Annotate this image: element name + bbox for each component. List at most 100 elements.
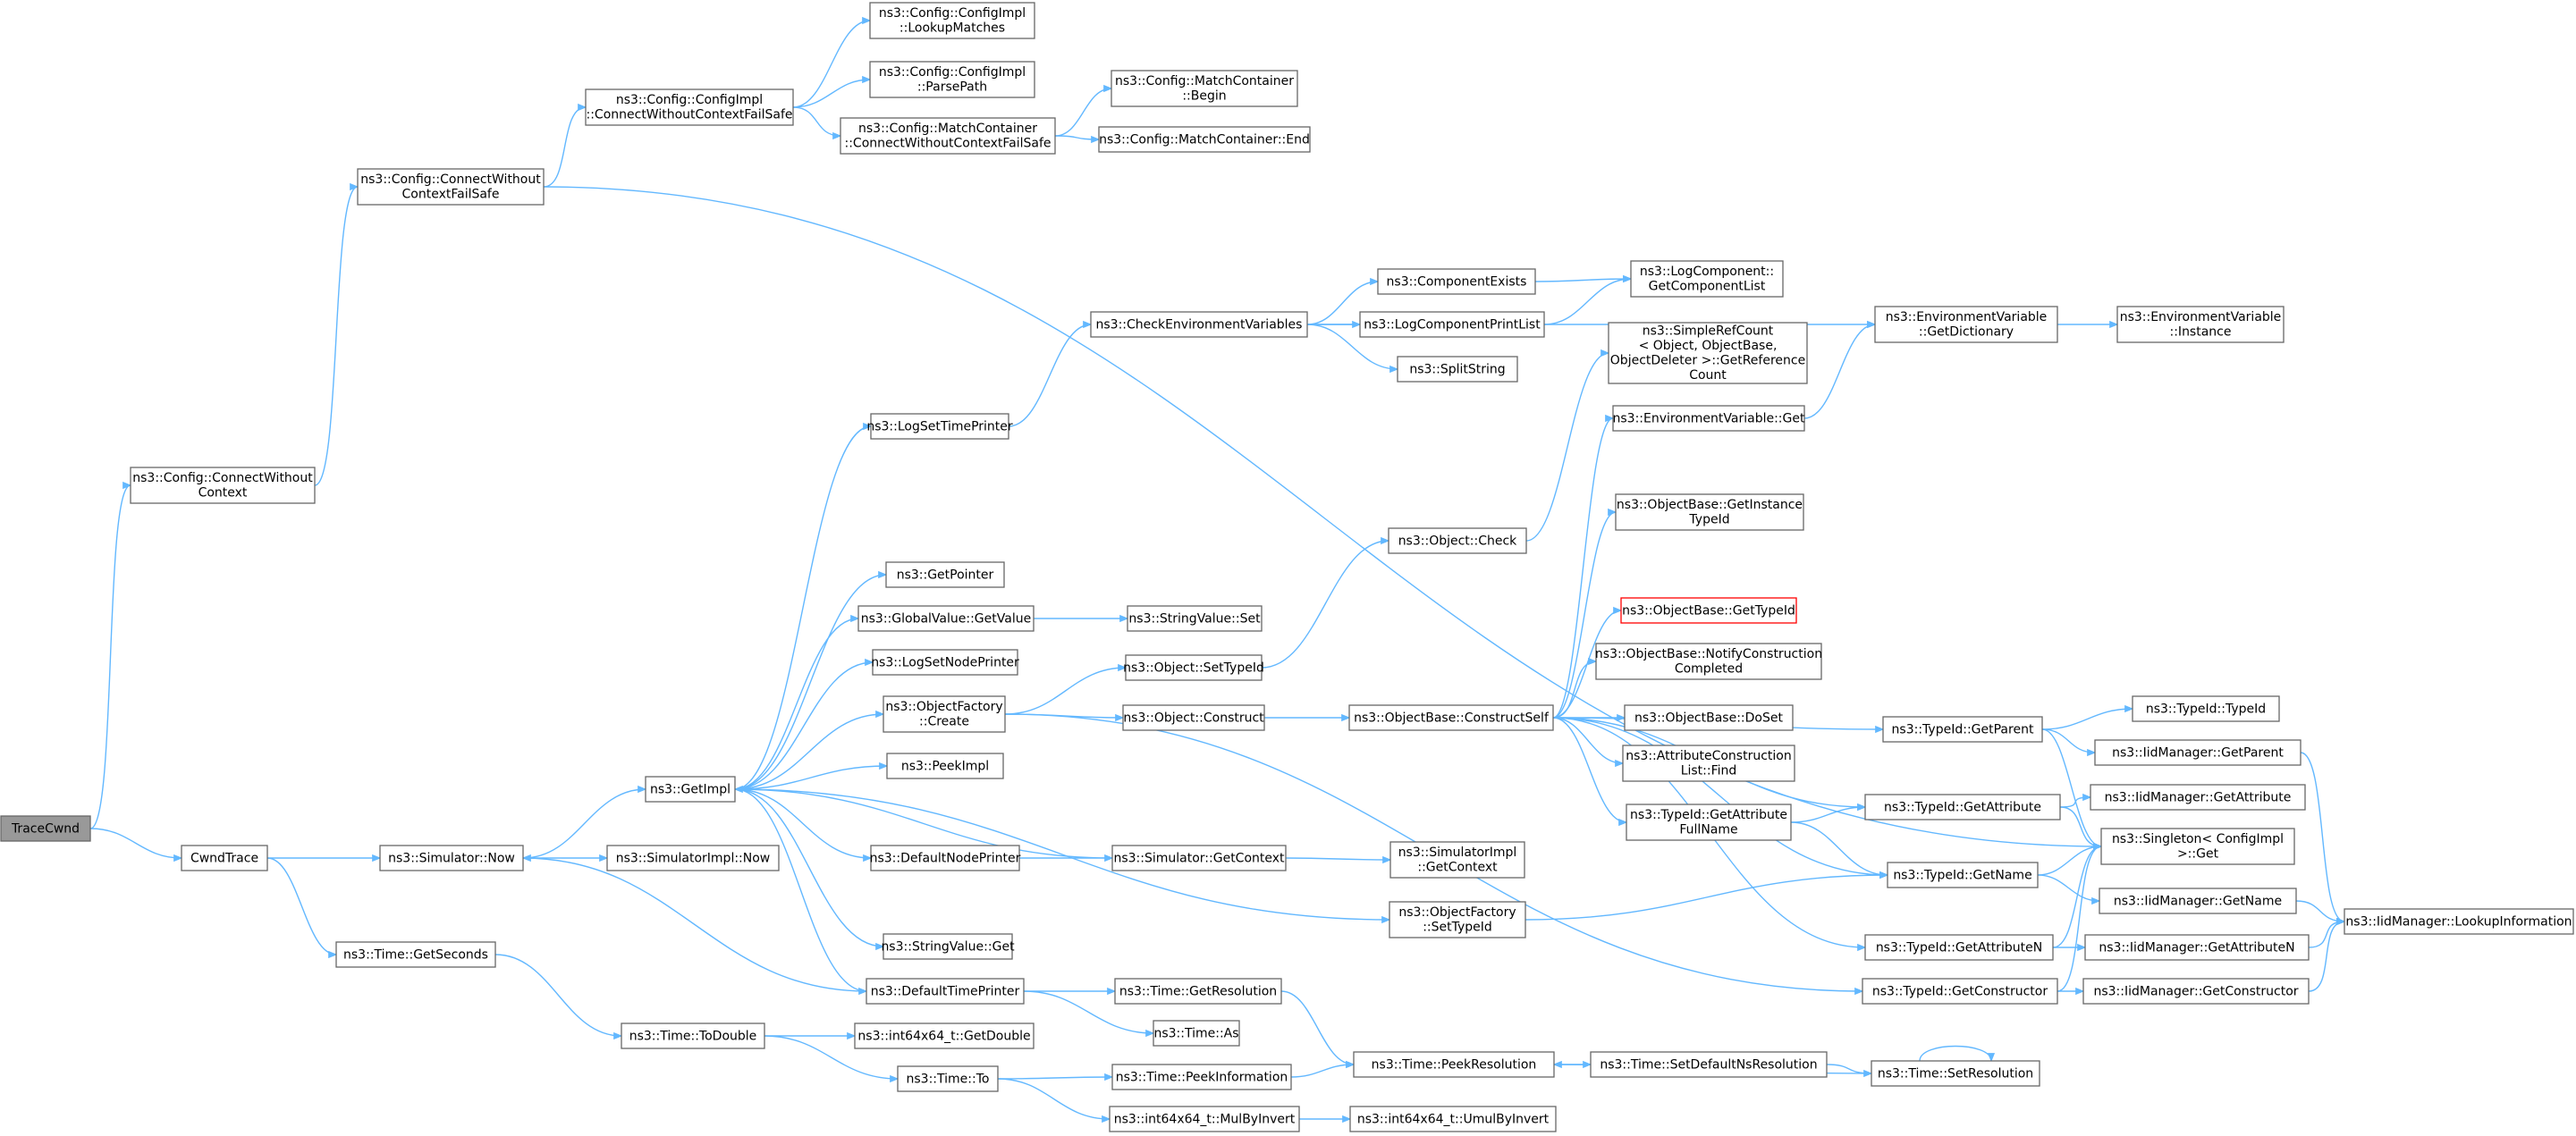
node-label: ns3::LogSetNodePrinter bbox=[871, 655, 1019, 669]
node-ns3-singleton-configimpl-get[interactable]: ns3::Singleton< ConfigImpl>::Get bbox=[2100, 828, 2295, 865]
node-ns3-time-peekresolution[interactable]: ns3::Time::PeekResolution bbox=[1353, 1051, 1555, 1078]
node-ns3-getimpl[interactable]: ns3::GetImpl bbox=[645, 776, 736, 803]
node-label: ns3::Simulator::Now bbox=[388, 851, 515, 865]
node-ns3-time-setdefaultnsresolution[interactable]: ns3::Time::SetDefaultNsResolution bbox=[1590, 1051, 1828, 1078]
node-label: ns3::Config::MatchContainer::End bbox=[1099, 132, 1310, 147]
node-ns3-simulator-getcontext[interactable]: ns3::Simulator::GetContext bbox=[1111, 845, 1287, 871]
node-ns3-objectfactory-create[interactable]: ns3::ObjectFactory::Create bbox=[883, 695, 1006, 733]
node-ns3-environmentvariable-instance[interactable]: ns3::EnvironmentVariable::Instance bbox=[2116, 306, 2285, 343]
node-ns3-logcomponent-getcomponentlist[interactable]: ns3::LogComponent::GetComponentList bbox=[1630, 260, 1784, 298]
node-ns3-object-check[interactable]: ns3::Object::Check bbox=[1388, 527, 1527, 554]
edge-arrowhead bbox=[865, 658, 874, 667]
node-ns3-logcomponentprintlist[interactable]: ns3::LogComponentPrintList bbox=[1359, 311, 1545, 338]
edge-tidgetattrn-to-iidgetattrn bbox=[2052, 943, 2087, 952]
edge-tidgetattrn-to-singleton bbox=[2052, 842, 2103, 948]
node-ns3-typeid-typeid[interactable]: ns3::TypeId::TypeId bbox=[2132, 695, 2280, 722]
node-ns3-environmentvariable-getdictionary[interactable]: ns3::EnvironmentVariable::GetDictionary bbox=[1874, 306, 2058, 343]
edge-root-to-cwnd bbox=[89, 828, 183, 863]
node-ns3-simulator-now[interactable]: ns3::Simulator::Now bbox=[379, 845, 524, 871]
edge-iidgetctor-to-iidlookup bbox=[2308, 917, 2346, 992]
edge-getimpl-to-ofcreate bbox=[734, 710, 885, 790]
node-ns3-config-configimpl-connectwithoutcontextfailsafe[interactable]: ns3::Config::ConfigImpl::ConnectWithoutC… bbox=[585, 88, 794, 126]
node-box bbox=[2099, 888, 2297, 914]
node-ns3-config-connectwithout-contextfailsafe[interactable]: ns3::Config::ConnectWithoutContextFailSa… bbox=[357, 168, 545, 206]
node-label: ::GetContext bbox=[1417, 861, 1498, 875]
node-ns3-time-setresolution[interactable]: ns3::Time::SetResolution bbox=[1871, 1060, 2040, 1087]
edge-line bbox=[1261, 540, 1389, 669]
node-ns3-checkenvironmentvariables[interactable]: ns3::CheckEnvironmentVariables bbox=[1090, 311, 1308, 338]
node-ns3-time-peekinformation[interactable]: ns3::Time::PeekInformation bbox=[1111, 1064, 1292, 1090]
edge-ofcreate-to-objconstruct bbox=[1004, 713, 1125, 722]
node-label: ::Create bbox=[919, 715, 969, 729]
node-label: ns3::Time::SetDefaultNsResolution bbox=[1600, 1057, 1817, 1072]
node-ns3-config-configimpl-lookupmatches[interactable]: ns3::Config::ConfigImpl::LookupMatches bbox=[869, 2, 1035, 39]
node-ns3-peekimpl[interactable]: ns3::PeekImpl bbox=[886, 753, 1004, 779]
node-ns3-splitstring[interactable]: ns3::SplitString bbox=[1397, 356, 1518, 383]
node-ns3-time-todouble[interactable]: ns3::Time::ToDouble bbox=[621, 1022, 765, 1049]
node-ns3-time-as[interactable]: ns3::Time::As bbox=[1153, 1020, 1240, 1047]
node-ns3-iidmanager-getconstructor[interactable]: ns3::IidManager::GetConstructor bbox=[2082, 978, 2310, 1005]
edge-obconstruct-to-attrfind bbox=[1552, 717, 1625, 768]
node-ns3-simplerefcount-object-objectbase-objectdeleter-getreference-count[interactable]: ns3::SimpleRefCount< Object, ObjectBase,… bbox=[1608, 322, 1808, 384]
node-ns3-int64x64-t-umulbyinvert[interactable]: ns3::int64x64_t::UmulByInvert bbox=[1349, 1106, 1557, 1132]
node-ns3-config-configimpl-parsepath[interactable]: ns3::Config::ConfigImpl::ParsePath bbox=[869, 61, 1035, 98]
node-label: ns3::Singleton< ConfigImpl bbox=[2112, 832, 2284, 846]
node-ns3-object-construct[interactable]: ns3::Object::Construct bbox=[1122, 704, 1265, 731]
node-box bbox=[645, 776, 736, 803]
node-ns3-objectbase-notifyconstruction-completed[interactable]: ns3::ObjectBase::NotifyConstructionCompl… bbox=[1595, 643, 1822, 680]
node-ns3-objectbase-constructself[interactable]: ns3::ObjectBase::ConstructSelf bbox=[1348, 704, 1554, 731]
node-ns3-simulatorimpl-getcontext[interactable]: ns3::SimulatorImpl::GetContext bbox=[1389, 841, 1525, 879]
edge-simgetctx-to-getimpl bbox=[733, 785, 1113, 859]
node-ns3-simulatorimpl-now[interactable]: ns3::SimulatorImpl::Now bbox=[606, 845, 780, 871]
node-ns3-environmentvariable-get[interactable]: ns3::EnvironmentVariable::Get bbox=[1612, 405, 1805, 432]
node-ns3-stringvalue-get[interactable]: ns3::StringValue::Get bbox=[881, 933, 1015, 960]
node-box bbox=[1608, 322, 1808, 384]
edge-arrowhead bbox=[1615, 759, 1625, 768]
edge-getimpl-to-lognode bbox=[734, 658, 874, 790]
node-ns3-iidmanager-getattributen[interactable]: ns3::IidManager::GetAttributeN bbox=[2084, 934, 2310, 961]
node-ns3-config-connectwithout-context[interactable]: ns3::Config::ConnectWithoutContext bbox=[130, 467, 316, 504]
node-ns3-typeid-getattributen[interactable]: ns3::TypeId::GetAttributeN bbox=[1864, 934, 2054, 961]
node-ns3-objectbase-doset[interactable]: ns3::ObjectBase::DoSet bbox=[1624, 704, 1794, 731]
node-ns3-objectbase-gettypeid[interactable]: ns3::ObjectBase::GetTypeId bbox=[1620, 597, 1797, 624]
node-box bbox=[1622, 745, 1795, 782]
node-ns3-iidmanager-getattribute[interactable]: ns3::IidManager::GetAttribute bbox=[2090, 784, 2306, 811]
edge-timeto-to-timepeekinfo bbox=[997, 1073, 1114, 1081]
edge-line bbox=[1306, 324, 1398, 370]
node-ns3-iidmanager-getname[interactable]: ns3::IidManager::GetName bbox=[2099, 888, 2297, 914]
node-label: ns3::int64x64_t::UmulByInvert bbox=[1357, 1112, 1550, 1126]
node-ns3-time-getresolution[interactable]: ns3::Time::GetResolution bbox=[1114, 978, 1282, 1005]
edge-line bbox=[1008, 324, 1092, 427]
node-ns3-defaulttimeprinter[interactable]: ns3::DefaultTimePrinter bbox=[866, 978, 1025, 1005]
node-ns3-time-getseconds[interactable]: ns3::Time::GetSeconds bbox=[335, 941, 496, 968]
node-ns3-iidmanager-lookupinformation[interactable]: ns3::IidManager::LookupInformation bbox=[2344, 908, 2574, 935]
node-ns3-getpointer[interactable]: ns3::GetPointer bbox=[885, 561, 1005, 588]
node-ns3-time-to[interactable]: ns3::Time::To bbox=[897, 1065, 999, 1092]
node-cwndtrace[interactable]: CwndTrace bbox=[181, 845, 268, 871]
node-ns3-objectfactory-settypeid[interactable]: ns3::ObjectFactory::SetTypeId bbox=[1389, 901, 1526, 938]
node-ns3-typeid-getattribute[interactable]: ns3::TypeId::GetAttribute bbox=[1864, 794, 2061, 820]
node-ns3-typeid-getname[interactable]: ns3::TypeId::GetName bbox=[1887, 862, 2039, 888]
node-ns3-config-matchcontainer-connectwithoutcontextfailsafe[interactable]: ns3::Config::MatchContainer::ConnectWith… bbox=[840, 117, 1056, 155]
node-ns3-componentexists[interactable]: ns3::ComponentExists bbox=[1377, 268, 1536, 295]
node-ns3-int64x64-t-mulbyinvert[interactable]: ns3::int64x64_t::MulByInvert bbox=[1109, 1106, 1300, 1132]
node-ns3-typeid-getconstructor[interactable]: ns3::TypeId::GetConstructor bbox=[1862, 978, 2058, 1005]
edge-obconstruct-to-obgetinst bbox=[1552, 508, 1617, 719]
node-ns3-logsetnodeprinter[interactable]: ns3::LogSetNodePrinter bbox=[871, 649, 1019, 676]
node-ns3-logsettimeprinter[interactable]: ns3::LogSetTimePrinter bbox=[866, 413, 1013, 440]
node-ns3-iidmanager-getparent[interactable]: ns3::IidManager::GetParent bbox=[2094, 739, 2302, 766]
node-tracecwnd[interactable]: TraceCwnd bbox=[0, 815, 91, 842]
node-ns3-stringvalue-set[interactable]: ns3::StringValue::Set bbox=[1127, 605, 1263, 632]
node-label: TraceCwnd bbox=[11, 821, 80, 836]
node-ns3-config-matchcontainer-begin[interactable]: ns3::Config::MatchContainer::Begin bbox=[1111, 70, 1298, 107]
node-ns3-globalvalue-getvalue[interactable]: ns3::GlobalValue::GetValue bbox=[857, 605, 1035, 632]
node-ns3-typeid-getparent[interactable]: ns3::TypeId::GetParent bbox=[1882, 716, 2043, 743]
edge-arrowhead bbox=[890, 1074, 899, 1083]
node-ns3-defaultnodeprinter[interactable]: ns3::DefaultNodePrinter bbox=[870, 845, 1021, 871]
node-ns3-int64x64-t-getdouble[interactable]: ns3::int64x64_t::GetDouble bbox=[854, 1022, 1035, 1049]
node-ns3-object-settypeid[interactable]: ns3::Object::SetTypeId bbox=[1123, 654, 1264, 681]
node-ns3-config-matchcontainer-end[interactable]: ns3::Config::MatchContainer::End bbox=[1098, 126, 1311, 153]
